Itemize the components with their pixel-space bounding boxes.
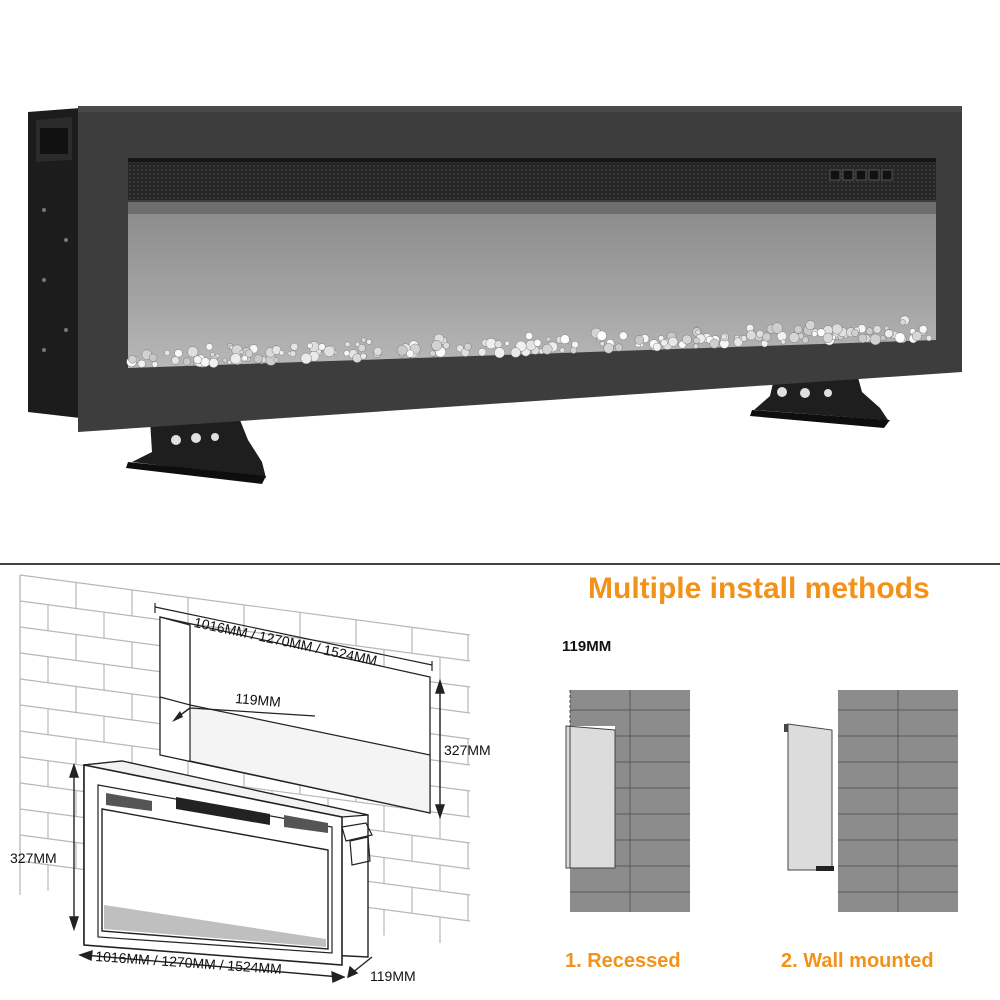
right-height-label: 327MM	[444, 742, 491, 758]
right-height-arrow	[435, 678, 445, 820]
dimension-diagram	[19, 574, 471, 984]
fireplace-side-body	[28, 108, 80, 418]
vent-strip	[128, 158, 936, 200]
wall-recess-box	[159, 616, 431, 814]
method-wall-mounted-label: 2. Wall mounted	[781, 950, 934, 972]
bottom-width-arrow	[78, 949, 346, 984]
recessed-install-drawing	[560, 690, 690, 912]
method-recessed-label: 1. Recessed	[565, 950, 681, 972]
bottom-depth-label: 119MM	[370, 968, 416, 984]
fireplace-unit-drawing	[83, 760, 373, 966]
control-buttons	[829, 169, 893, 181]
wall-mounted-install-drawing	[784, 690, 958, 912]
depth-note: 119MM	[562, 638, 612, 655]
bottom-depth-arrow	[347, 956, 373, 979]
section-divider	[0, 563, 1000, 565]
flame-window	[128, 202, 936, 368]
top-width-arrow	[154, 603, 433, 671]
left-height-arrow	[69, 762, 79, 932]
product-photo	[28, 106, 962, 484]
fireplace-left-leg	[126, 420, 266, 484]
crystal-media	[126, 315, 932, 368]
left-height-label: 327MM	[10, 850, 57, 866]
install-methods-heading: Multiple install methods	[588, 572, 930, 605]
